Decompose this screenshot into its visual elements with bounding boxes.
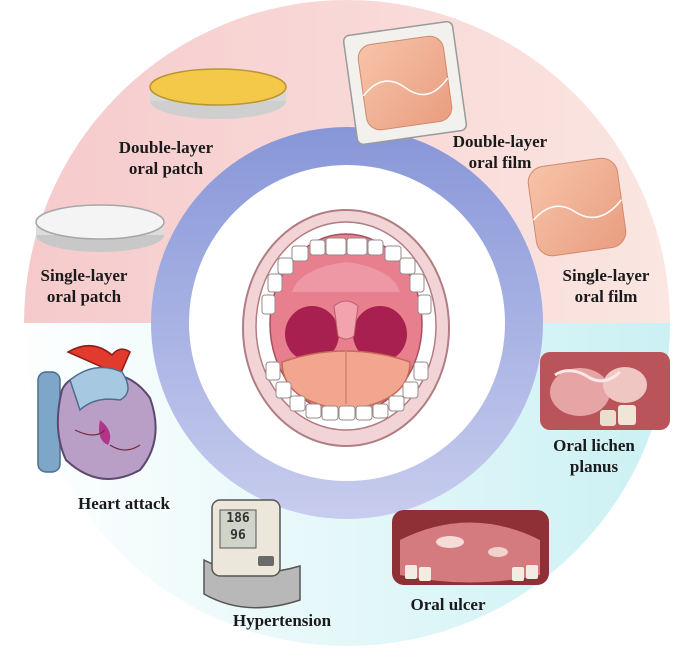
label-heart-attack: Heart attack [77, 494, 171, 513]
double-layer-patch-image [149, 68, 287, 119]
monitor-reading-systolic: 186 [226, 511, 250, 526]
single-layer-film-image [527, 157, 627, 257]
double-layer-film-image [342, 20, 468, 146]
blood-pressure-monitor [203, 499, 301, 609]
label-oral-ulcer: Oral ulcer [410, 595, 486, 614]
single-layer-patch-image [35, 204, 165, 252]
open-mouth-illustration [242, 209, 450, 447]
monitor-reading-diastolic: 96 [230, 528, 246, 543]
label-hypertension: Hypertension [232, 611, 332, 630]
oral-ulcer-photo [392, 510, 549, 585]
heart-illustration [37, 345, 157, 480]
oral-lichen-planus-photo [540, 352, 670, 430]
